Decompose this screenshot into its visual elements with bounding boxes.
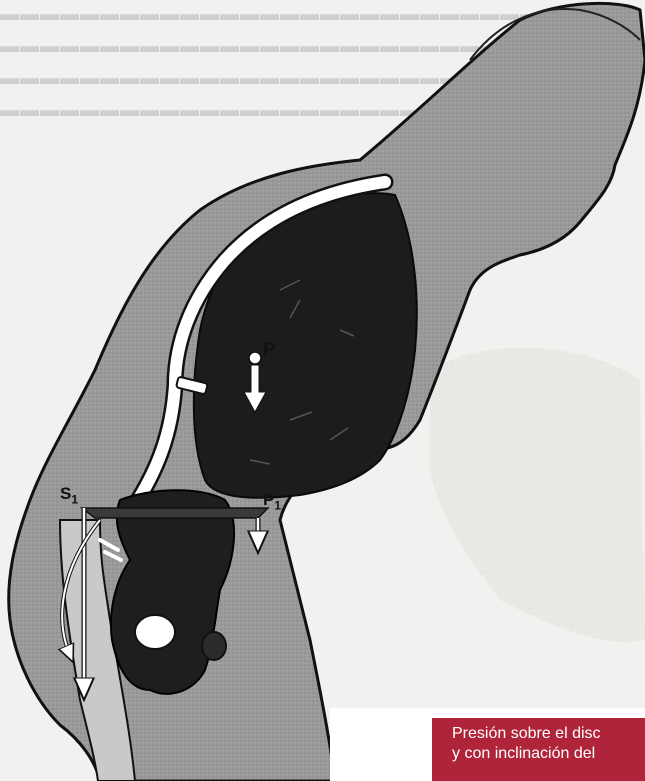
point-p-dot: [249, 352, 261, 364]
label-p: P: [263, 340, 276, 362]
caption-line-2: y con inclinación del: [432, 744, 645, 764]
figure-caption: Presión sobre el disc y con inclinación …: [432, 718, 645, 781]
caption-line-1: Presión sobre el disc: [432, 718, 645, 744]
femur-shaft-end: [202, 632, 226, 660]
femur-head: [135, 615, 175, 649]
faded-pelvis-ghost: [430, 348, 645, 642]
lever-bar: [82, 508, 268, 518]
label-p1: P1: [263, 490, 281, 512]
label-s1: S1: [60, 484, 78, 506]
